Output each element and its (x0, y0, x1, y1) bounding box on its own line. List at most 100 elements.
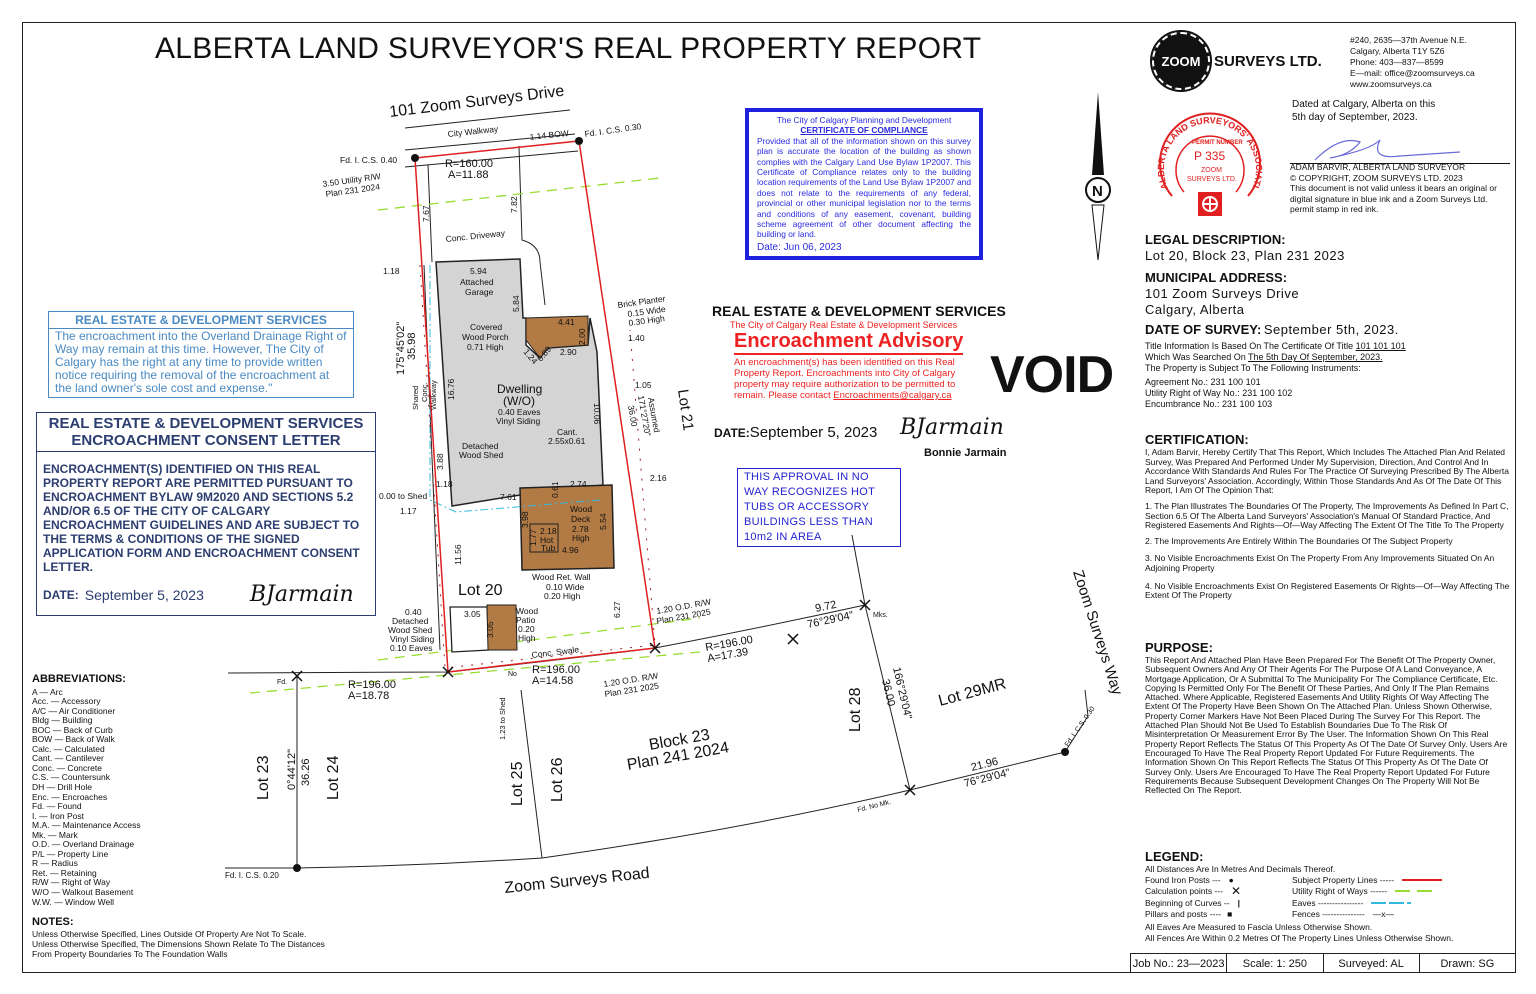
label: Garage (465, 287, 494, 297)
consent-subheader: ENCROACHMENT CONSENT LETTER (71, 432, 341, 449)
label: 5.94 (470, 266, 487, 276)
legend-label: Beginning of Curves -- (1145, 897, 1230, 908)
legend-label: Fences --------------- (1292, 909, 1365, 920)
label: Fd. (277, 679, 287, 686)
legend-units: All Distances Are In Metres And Decimals… (1145, 864, 1336, 874)
note-item: From Property Boundaries To The Foundati… (32, 949, 228, 959)
dated-line: 5th day of September, 2023. (1292, 112, 1418, 123)
abbreviation-item: DH — Drill Hole (32, 782, 92, 793)
label: High (572, 533, 590, 543)
legal-value: Lot 20, Block 23, Plan 231 2023 (1145, 248, 1345, 263)
survey-date: September 5th, 2023. (1263, 322, 1399, 337)
label: Attached (460, 277, 494, 287)
label: Fd. I. C.S. 0.40 (340, 155, 397, 165)
certification-item: 4. No Visible Encroachments Exist On Reg… (1145, 580, 1510, 601)
notes: NOTES: Unless Otherwise Specified, Lines… (32, 917, 325, 960)
abbreviation-item: BOC — Back of Curb (32, 724, 113, 735)
label: 0.40 (405, 607, 422, 617)
label: Detached (462, 441, 499, 451)
label: 3.98 (520, 511, 530, 528)
label: 6.27 (612, 601, 622, 618)
certification: CERTIFICATION: I, Adam Barvir, Hereby Ce… (1145, 432, 1510, 607)
certification-heading: CERTIFICATION: (1145, 432, 1249, 447)
overland-drainage-notice: REAL ESTATE & DEVELOPMENT SERVICES The e… (48, 311, 354, 398)
stamp-permit-label: PERMIT NUMBER (1192, 140, 1243, 146)
legal-description: LEGAL DESCRIPTION: Lot 20, Block 23, Pla… (1145, 232, 1510, 410)
utility-row-top (377, 177, 661, 211)
street-label-way: Zoom Surveys Way (1069, 568, 1126, 698)
title-number: 101 101 101 (1355, 341, 1406, 351)
note-item: Unless Otherwise Specified, The Dimensio… (32, 939, 325, 949)
label: 0.20 High (544, 591, 581, 601)
wood-deck (519, 484, 615, 571)
dwelling-label: Dwelling (497, 382, 542, 396)
certification-item: 3. No Visible Encroachments Exist On The… (1145, 553, 1495, 573)
label: Shared (411, 386, 420, 410)
legend-label: Found Iron Posts --- (1145, 874, 1221, 885)
note-item: Unless Otherwise Specified, Lines Outsid… (32, 929, 307, 939)
certification-item: 2. The Improvements Are Entirely Within … (1145, 535, 1453, 546)
label: R=196.00 (532, 664, 580, 676)
eaves-swatch (1371, 901, 1412, 904)
address-line: 101 Zoom Surveys Drive (1145, 286, 1300, 301)
compliance-title: CERTIFICATE OF COMPLIANCE (800, 125, 928, 136)
label: 2.18 (540, 526, 557, 536)
abbreviation-item: P/L — Property Line (32, 848, 109, 859)
abbreviation-item: Ret. — Retaining (32, 867, 97, 878)
surveyed-by: Surveyed: AL (1324, 954, 1420, 973)
title-info: Which Was Searched On (1145, 352, 1249, 363)
abbreviation-item: Enc. — Encroaches (32, 791, 108, 802)
advisory-header: REAL ESTATE & DEVELOPMENT SERVICES (712, 303, 1006, 319)
label: 2.78 (572, 524, 589, 534)
permit-stamp: ALBERTA LAND SURVEYORS' ASSOCIATION PERM… (1150, 108, 1264, 216)
driveway-left (427, 164, 433, 263)
website: www.zoomsurveys.ca (1350, 79, 1432, 89)
stamp-name: ZOOM (1201, 167, 1222, 174)
label: 1.17 (400, 506, 417, 516)
label: Wood Ret. Wall (532, 572, 591, 582)
lot-label: Lot 20 (458, 582, 503, 599)
fence-line (419, 264, 656, 669)
walkway-line-2 (404, 150, 579, 168)
compliance-date: Date: Jun 06, 2023 (757, 241, 842, 253)
label: R=160.00 (445, 158, 493, 170)
legend-note: All Fences Are Within 0.2 Metres Of The … (1145, 933, 1454, 943)
signature: BJarmain (249, 582, 354, 607)
label: 35.98 (406, 332, 418, 360)
label: 36.26 (300, 758, 312, 786)
abbreviation-item: O.D. — Overland Drainage (32, 839, 135, 850)
abbreviation-item: Bldg — Building (32, 715, 93, 726)
label: Wood Shed (459, 450, 504, 460)
od-row-1 (377, 617, 701, 661)
label: 2.90 (560, 347, 577, 357)
label: (W/O) (503, 394, 535, 408)
title-info: The Property is Subject To The Following… (1145, 363, 1361, 374)
found-iron-post-icon: ● (1228, 874, 1234, 885)
north-arrow-icon: N (1085, 92, 1111, 261)
notice-header: REAL ESTATE & DEVELOPMENT SERVICES (49, 312, 353, 329)
label: 1.18 (436, 479, 453, 489)
advisory-email-link[interactable]: Encroachments@calgary.ca (833, 390, 952, 401)
address-line: #240, 2635—37th Avenue N.E. (1350, 35, 1468, 45)
calculation-point-icon (291, 670, 303, 682)
label: Wood (516, 606, 538, 616)
abbreviation-item: Cant. — Cantilever (32, 753, 104, 764)
calculation-point-icon (787, 633, 799, 645)
label: 5.84 (511, 295, 521, 312)
hot-tub (529, 523, 559, 553)
instrument: Agreement No.: 231 100 101 (1145, 376, 1261, 387)
label: High (518, 633, 536, 643)
covered-porch (525, 315, 589, 359)
lot28-line (864, 604, 911, 791)
signer-name: Bonnie Jarmain (924, 447, 1007, 459)
compliance-issuer: The City of Calgary Planning and Develop… (776, 115, 952, 125)
certification-intro: I, Adam Barvir, Hereby Certify That This… (1145, 447, 1509, 496)
legend-heading: LEGEND: (1145, 849, 1204, 864)
abbreviation-item: A/C — Air Conditioner (32, 705, 116, 716)
abbreviation-item: W/O — Walkout Basement (32, 887, 134, 898)
void-stamp: VOID (990, 346, 1114, 404)
label: Patio (516, 615, 536, 625)
purpose-heading: PURPOSE: (1145, 640, 1213, 655)
legend: LEGEND: All Distances Are In Metres And … (1145, 849, 1510, 943)
